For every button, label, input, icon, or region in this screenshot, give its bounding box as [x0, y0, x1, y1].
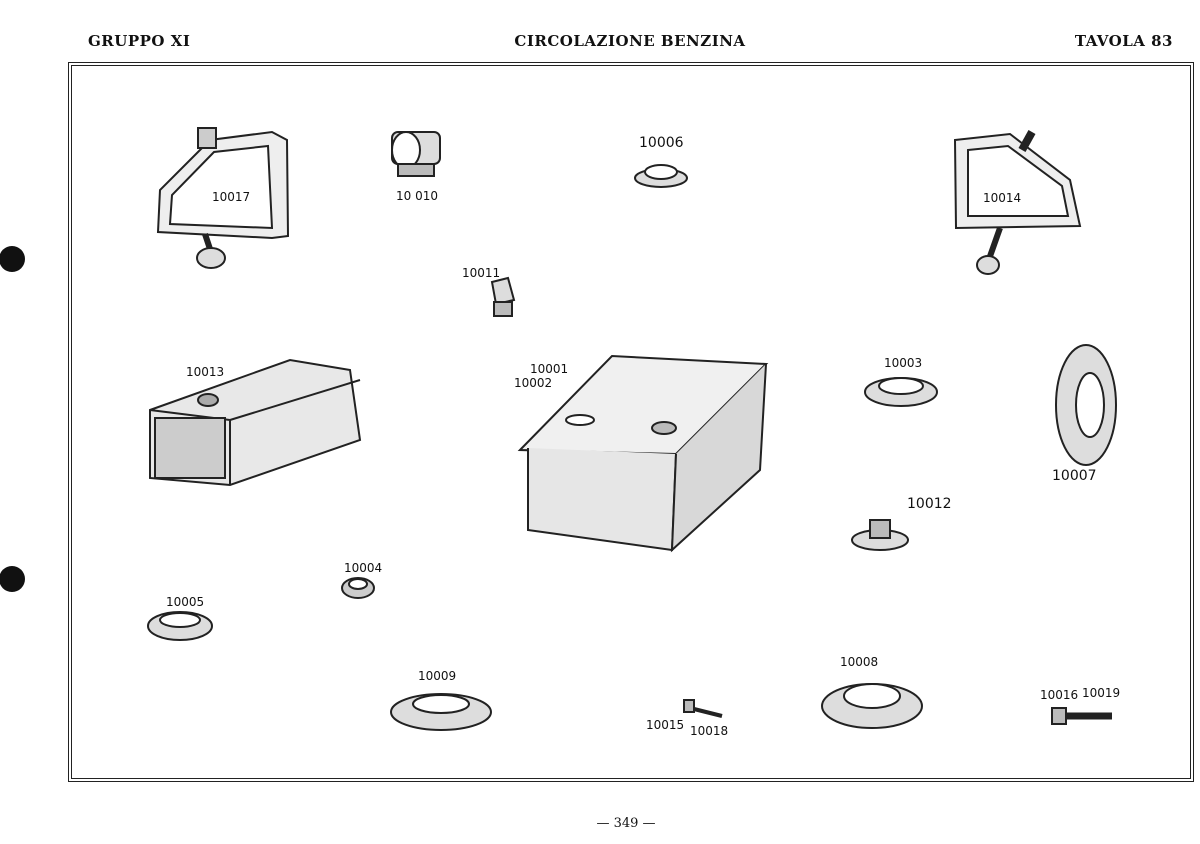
part-label-10015: 10015 [646, 718, 685, 732]
part-label-10017: 10017 [212, 190, 251, 204]
part-label-10006: 10006 [639, 135, 684, 151]
part-label-10007: 10007 [1052, 468, 1097, 484]
part-drawing-10013 [149, 358, 362, 487]
binder-hole-top [0, 246, 25, 272]
part-label-10018: 10018 [690, 724, 729, 738]
part-drawing-10006 [634, 164, 688, 188]
part-drawing-10010 [391, 131, 441, 177]
part-label-10012: 10012 [907, 496, 952, 512]
part-label-10005: 10005 [166, 595, 205, 609]
part-drawing-10011 [490, 276, 516, 317]
part-label-10008: 10008 [840, 655, 879, 669]
part-drawing-10007 [1055, 344, 1117, 466]
part-drawing-10017 [156, 127, 290, 269]
part-label-10009: 10009 [418, 669, 457, 683]
part-drawing-10008 [821, 683, 923, 729]
part-drawing-10003 [864, 377, 938, 407]
part-label-10002: 10002 [514, 376, 553, 390]
part-label-10016: 10016 [1040, 688, 1079, 702]
part-drawing-10004 [341, 577, 375, 599]
part-drawing-10009 [390, 693, 492, 731]
part-label-10013: 10013 [186, 365, 225, 379]
binder-hole-bottom [0, 566, 25, 592]
page-title: CIRCOLAZIONE BENZINA [514, 32, 746, 50]
part-label-10004: 10004 [344, 561, 383, 575]
part-drawing-10015-10018 [683, 699, 723, 718]
part-label-10014: 10014 [983, 191, 1022, 205]
part-label-10010: 10 010 [396, 189, 438, 203]
group-heading: GRUPPO XI [88, 32, 191, 50]
part-drawing-10012 [851, 519, 909, 551]
part-drawing-10005 [147, 611, 213, 641]
part-drawing-10016-10019 [1051, 707, 1112, 725]
part-label-10003: 10003 [884, 356, 923, 370]
plate-number: TAVOLA 83 [1074, 32, 1173, 50]
part-drawing-10001 [517, 354, 769, 553]
part-label-10001: 10001 [530, 362, 569, 376]
illustration-plate [68, 62, 1194, 782]
page-number: — 349 — [596, 816, 656, 831]
part-label-10019: 10019 [1082, 686, 1121, 700]
part-label-10011: 10011 [462, 266, 501, 280]
part-drawing-10014 [953, 130, 1082, 275]
